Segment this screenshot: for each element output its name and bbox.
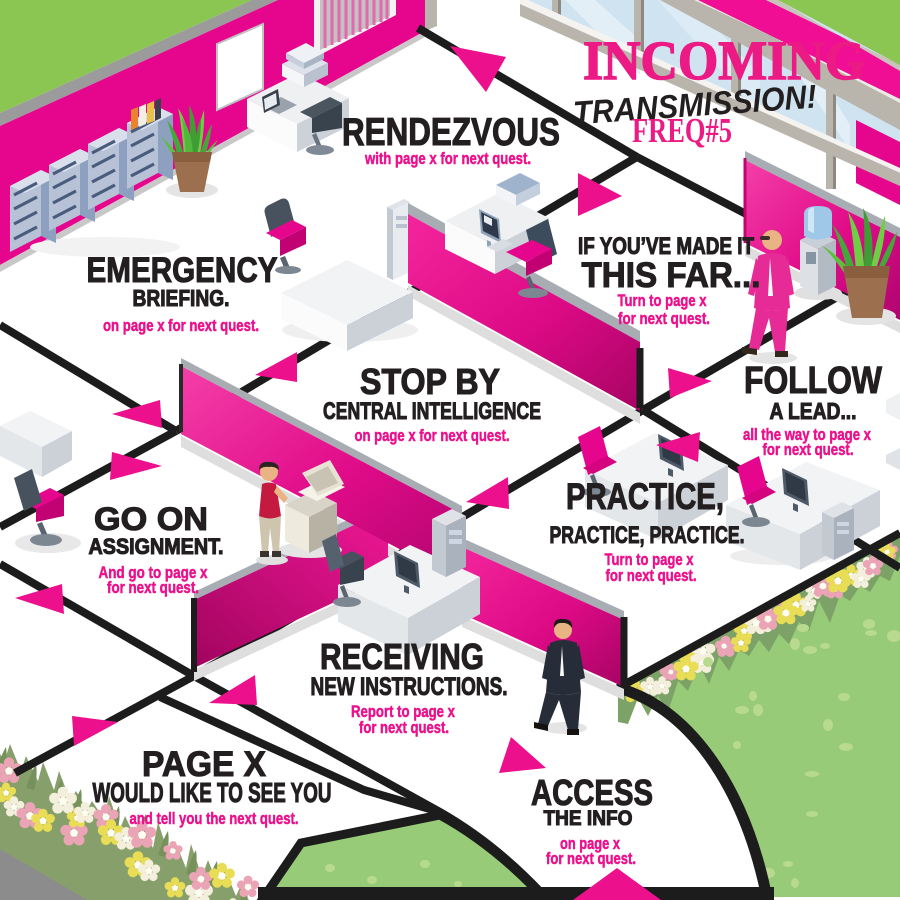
svg-text:NEW INSTRUCTIONS.: NEW INSTRUCTIONS. [311, 673, 508, 701]
svg-text:CENTRAL INTELLIGENCE: CENTRAL INTELLIGENCE [323, 398, 541, 425]
svg-text:THE INFO: THE INFO [544, 806, 633, 830]
svg-text:with page x for next quest.: with page x for next quest. [364, 149, 531, 168]
svg-text:on page x: on page x [560, 834, 620, 853]
svg-text:RENDEZVOUS: RENDEZVOUS [342, 111, 560, 154]
svg-text:ASSIGNMENT.: ASSIGNMENT. [89, 534, 224, 559]
svg-text:ACCESS: ACCESS [531, 772, 653, 813]
svg-text:all the way to page x: all the way to page x [743, 425, 871, 444]
svg-text:for next quest.: for next quest. [763, 440, 854, 459]
svg-text:for next quest.: for next quest. [546, 849, 636, 868]
svg-text:for next quest.: for next quest. [618, 309, 710, 328]
svg-text:and tell you the next quest.: and tell you the next quest. [130, 809, 299, 828]
svg-text:BRIEFING.: BRIEFING. [133, 285, 230, 311]
svg-text:FOLLOW: FOLLOW [744, 360, 882, 402]
svg-text:FREQ#5: FREQ#5 [632, 111, 732, 150]
svg-text:IF YOU’VE MADE IT: IF YOU’VE MADE IT [578, 233, 754, 260]
svg-text:Report to page x: Report to page x [351, 702, 455, 721]
svg-text:RECEIVING: RECEIVING [320, 636, 484, 677]
svg-text:PRACTICE,: PRACTICE, [566, 476, 724, 517]
svg-text:And go to page x: And go to page x [99, 563, 208, 582]
svg-text:STOP BY: STOP BY [360, 361, 500, 402]
svg-text:PAGE X: PAGE X [142, 744, 266, 784]
svg-text:on page x for next quest.: on page x for next quest. [355, 426, 510, 445]
svg-text:EMERGENCY: EMERGENCY [87, 251, 278, 290]
svg-text:GO ON: GO ON [94, 501, 208, 537]
svg-text:THIS FAR...: THIS FAR... [582, 256, 761, 295]
svg-text:Turn to page x: Turn to page x [605, 550, 694, 569]
svg-text:for next quest.: for next quest. [606, 566, 697, 585]
svg-text:on page x for next quest.: on page x for next quest. [103, 316, 259, 335]
svg-text:Turn to page x: Turn to page x [618, 291, 707, 310]
svg-text:for next quest.: for next quest. [107, 578, 199, 597]
svg-text:PRACTICE, PRACTICE.: PRACTICE, PRACTICE. [550, 522, 745, 549]
svg-text:INCOMING: INCOMING [583, 30, 865, 91]
svg-text:A LEAD...: A LEAD... [770, 398, 857, 424]
svg-text:for next quest.: for next quest. [359, 718, 449, 737]
svg-text:WOULD LIKE TO SEE YOU: WOULD LIKE TO SEE YOU [93, 777, 332, 808]
